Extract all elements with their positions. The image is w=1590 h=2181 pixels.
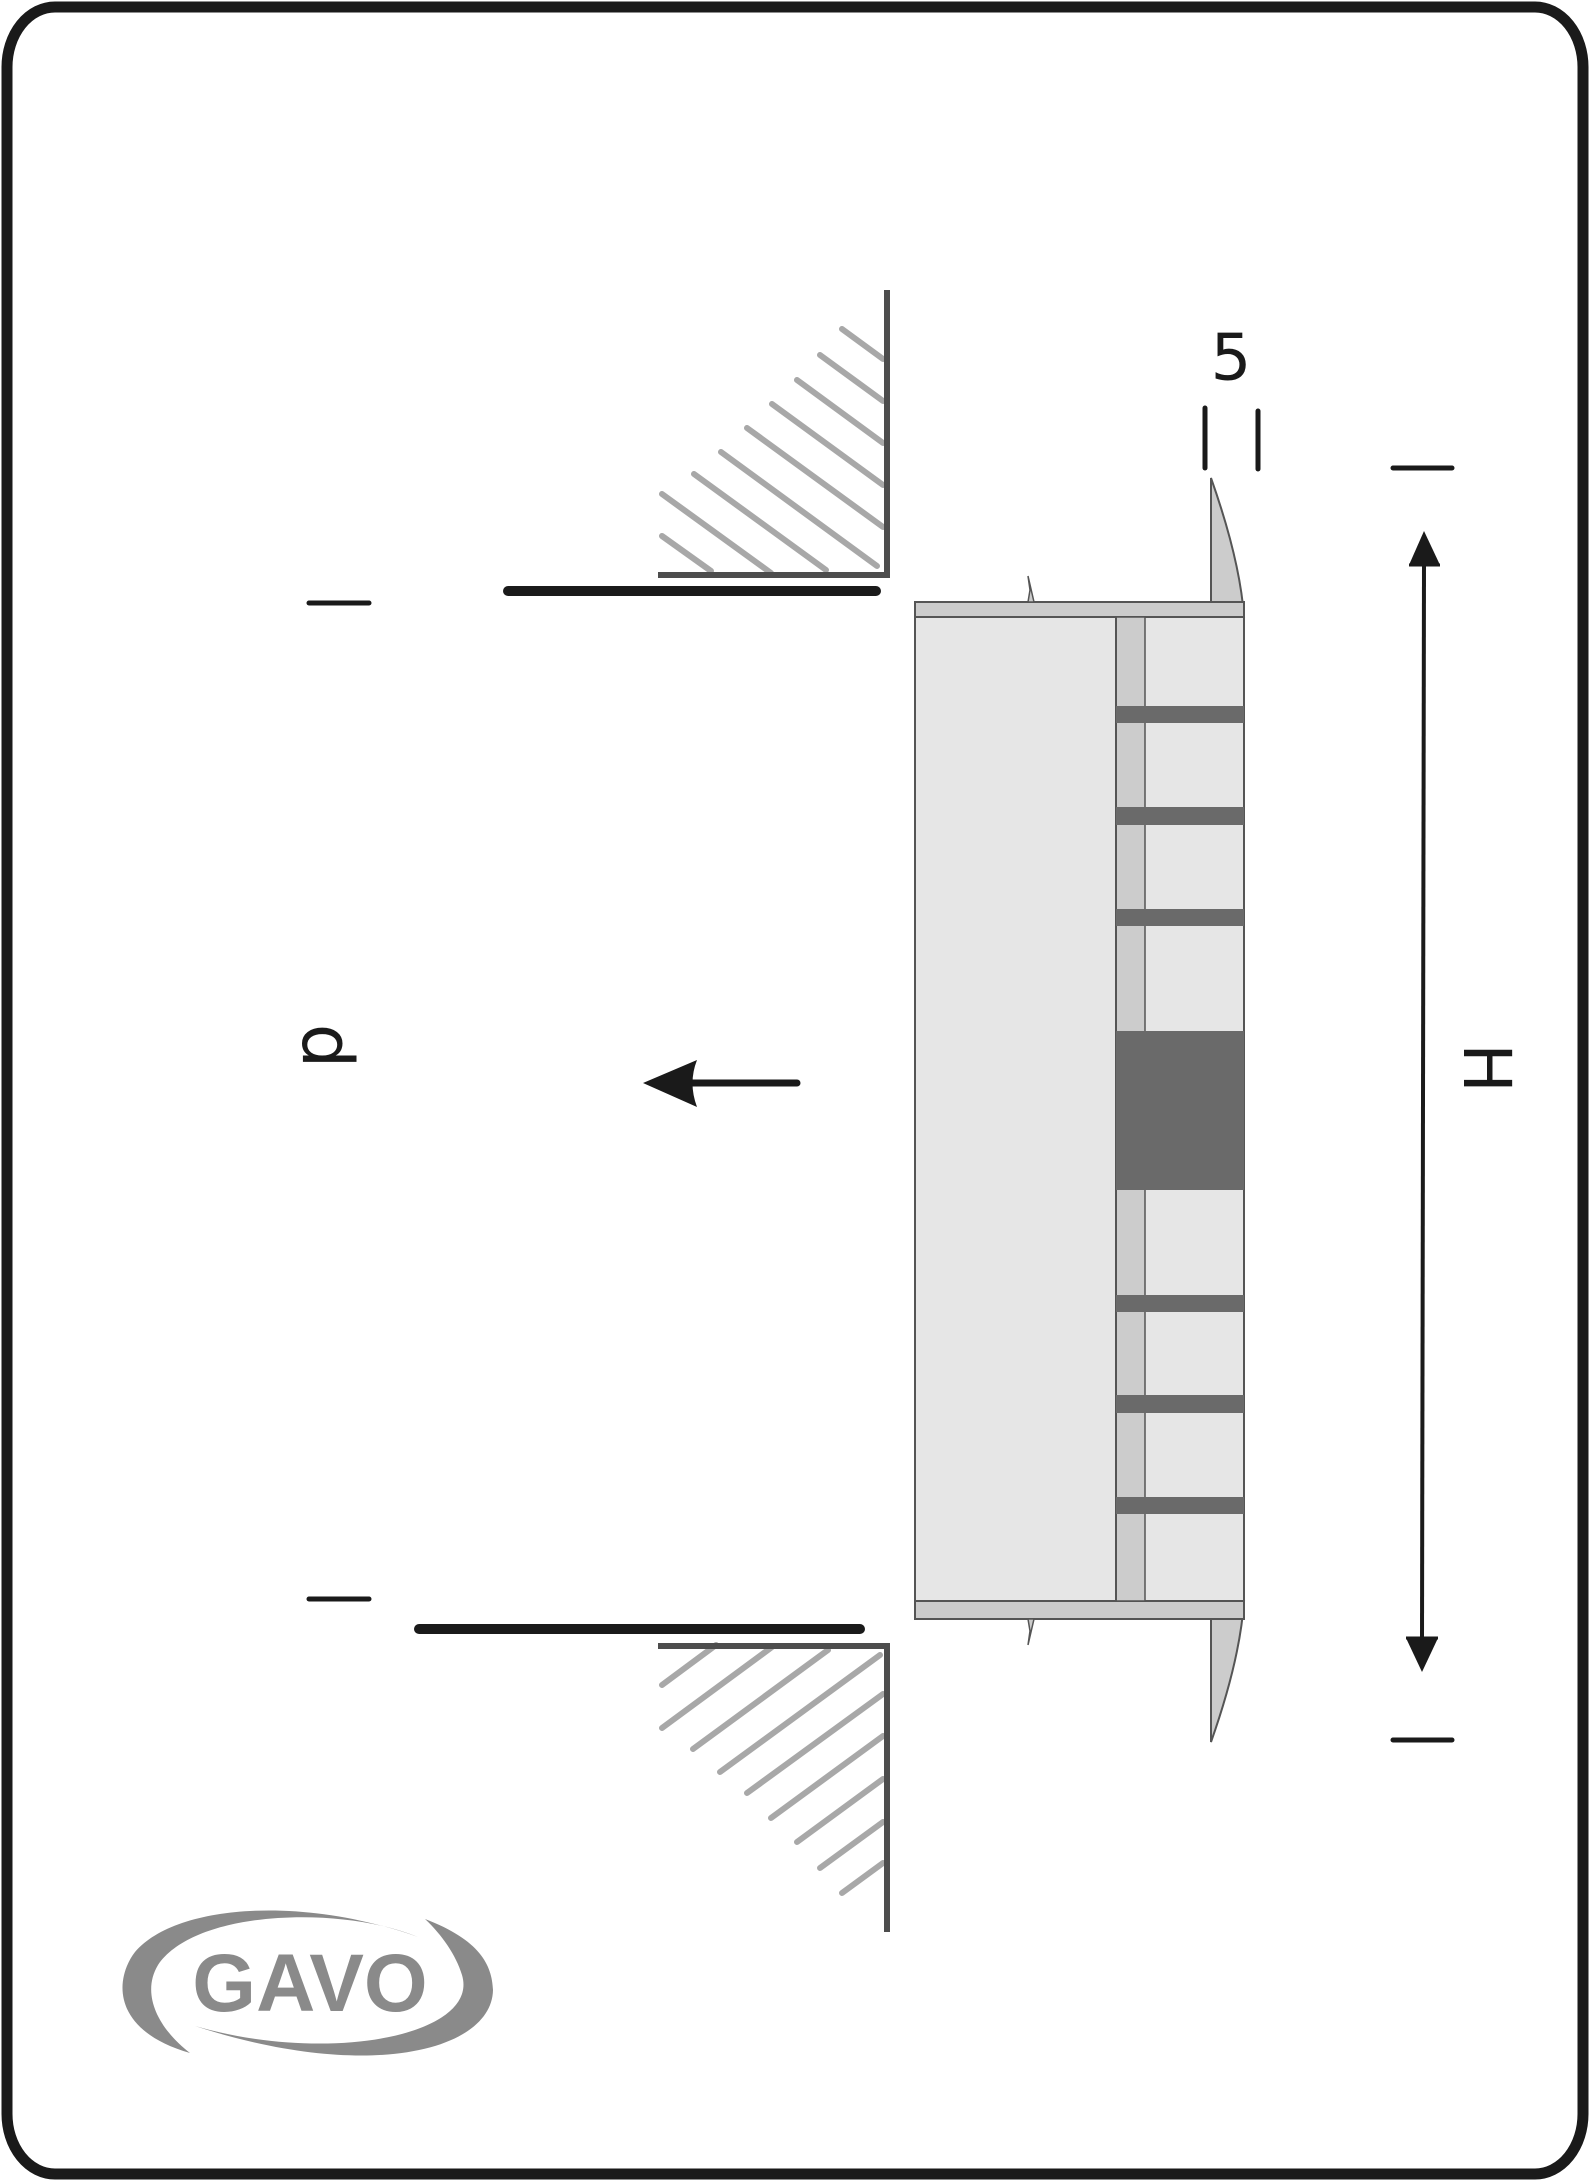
flange-thickness-label: 5 (1211, 322, 1252, 396)
slat (1116, 807, 1244, 825)
top-collar (914, 601, 1245, 619)
damper-block (1116, 1031, 1244, 1190)
slat (1116, 909, 1244, 926)
vent-unit (914, 477, 1246, 1743)
gavo-logo: GAVO (122, 1910, 493, 2056)
slat (1116, 1497, 1244, 1514)
height-label: H (1448, 1043, 1525, 1093)
clip-bottom (1027, 1618, 1035, 1646)
wall-edge-top (658, 290, 890, 578)
height-dimension: H (1390, 465, 1525, 1743)
double-arrow-vertical-icon (1406, 531, 1440, 1672)
wall-hatch-bottom (659, 1642, 886, 1896)
slat (1116, 706, 1244, 723)
arrow-left-icon (643, 1060, 801, 1107)
slat (1116, 1395, 1244, 1413)
flange-thickness-dimension: 5 (1202, 322, 1261, 472)
logo-text: GAVO (192, 1938, 427, 2029)
wall-section-bottom (306, 1596, 890, 1932)
slat (1116, 1295, 1244, 1312)
wall-section-top (306, 290, 890, 606)
bottom-collar (914, 1600, 1245, 1620)
louvre-slats (1116, 706, 1244, 1514)
wall-edge-bottom (658, 1643, 890, 1932)
wall-hatch-top (659, 326, 886, 576)
clip-top (1027, 575, 1035, 603)
depth-label: d (286, 1024, 368, 1068)
